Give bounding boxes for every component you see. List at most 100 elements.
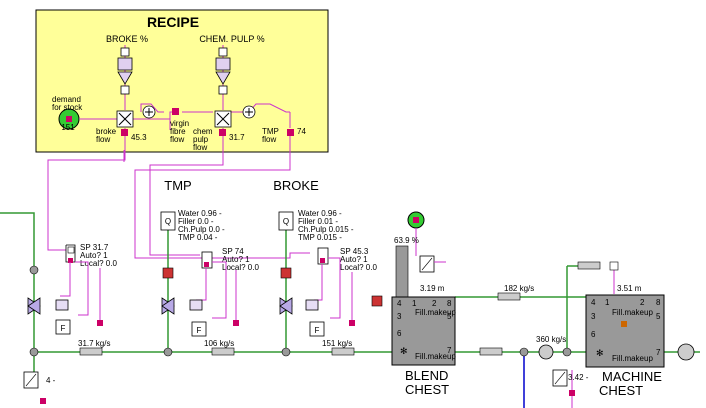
tmp-meter-output xyxy=(233,320,239,326)
broke-meter-output xyxy=(349,320,355,326)
recirc-flow-indicator[interactable] xyxy=(497,292,521,301)
tmp-auto: Auto? 1 xyxy=(222,255,250,264)
tmp-comp-2: Ch.Pulp 0.0 - xyxy=(178,225,225,234)
virgin-fibre-output[interactable] xyxy=(172,108,179,115)
subtract-node-2[interactable] xyxy=(242,105,256,119)
broke-flow-indicator[interactable] xyxy=(331,347,355,356)
machine-chest-label-1: MACHINE xyxy=(602,369,662,384)
machine-port-6: 6 xyxy=(591,330,596,339)
broke-valve-actuator[interactable] xyxy=(305,299,319,311)
subtract-node-1[interactable] xyxy=(142,105,156,119)
broke-valve[interactable] xyxy=(279,297,293,315)
right-dilution-value: 3.42 - xyxy=(568,373,589,382)
chem-flow-output[interactable] xyxy=(219,129,226,136)
tmp-flow-label-1: TMP xyxy=(262,127,279,136)
right-dilution-controller[interactable] xyxy=(552,369,568,387)
virgin-fibre-label-3: flow xyxy=(170,135,184,144)
blend-chest-label-1: BLEND xyxy=(405,368,448,383)
left-dilution-controller[interactable] xyxy=(23,371,39,389)
tmp-sensor-Q: Q xyxy=(165,217,171,226)
broke-flow-label-2: flow xyxy=(96,135,110,144)
demand-label-line2: for stock xyxy=(52,103,83,112)
broke-flow-output[interactable] xyxy=(121,129,128,136)
broke-multiplier[interactable] xyxy=(116,110,134,128)
chem-mixer xyxy=(29,347,39,357)
broke-local: Local? 0.0 xyxy=(340,263,377,272)
blend-port-1: 1 xyxy=(412,299,417,308)
broke-section-label: BROKE xyxy=(273,178,319,193)
tmp-flow-indicator[interactable] xyxy=(211,347,235,356)
chem-pulp-flow-label-2: pulp xyxy=(193,135,209,144)
tmp-flow-value: 106 kg/s xyxy=(204,339,234,348)
broke-mixer xyxy=(281,347,291,357)
tmp-comp-3: TMP 0.04 - xyxy=(178,233,218,242)
tmp-mixer xyxy=(163,347,173,357)
left-dilution-output xyxy=(40,398,46,404)
chem-flow-meter[interactable] xyxy=(55,319,71,335)
setpoint-signal-lines xyxy=(47,136,310,259)
blend-controller-slash xyxy=(421,257,433,271)
pump-flow-value: 360 kg/s xyxy=(536,335,566,344)
chem-local: Local? 0.0 xyxy=(80,259,117,268)
broke-alarm-icon[interactable] xyxy=(280,267,292,279)
blend-port-8: 8 xyxy=(447,299,452,308)
machine-level-indicator[interactable] xyxy=(577,261,601,270)
recipe-box xyxy=(35,9,329,153)
tmp-comp-1: Filler 0.0 - xyxy=(178,217,214,226)
stock-pump-icon[interactable] xyxy=(538,344,554,360)
machine-agitator-icon: ✻ xyxy=(596,348,604,358)
machine-level-sensor[interactable] xyxy=(609,261,619,271)
broke-flow-label-1: broke xyxy=(96,127,117,136)
broke-comp-2: Ch.Pulp 0.015 - xyxy=(298,225,354,234)
tmp-consistency-sensor[interactable]: Q xyxy=(160,211,176,231)
tmp-valve[interactable] xyxy=(161,297,175,315)
broke-controller[interactable] xyxy=(317,247,329,265)
chem-flow-indicator[interactable] xyxy=(79,347,103,356)
machine-pump-icon[interactable] xyxy=(677,343,695,361)
blend-level-value: 3.19 m xyxy=(420,284,445,293)
blend-port-4: 4 xyxy=(397,299,402,308)
blend-level-pct: 63.9 % xyxy=(394,236,419,245)
tmp-comp-0: Water 0.96 - xyxy=(178,209,222,218)
broke-flow-value: 151 kg/s xyxy=(322,339,352,348)
blend-chest-tank[interactable] xyxy=(391,296,456,366)
broke-comp-0: Water 0.96 - xyxy=(298,209,342,218)
tmp-alarm-icon[interactable] xyxy=(162,267,174,279)
chem-pulp-flow-label-3: flow xyxy=(193,143,207,152)
chem-pulp-pct-input[interactable] xyxy=(215,45,231,110)
tmp-flow-output[interactable] xyxy=(287,129,294,136)
tmp-sp: SP 74 xyxy=(222,247,244,256)
blend-port-6: 6 xyxy=(397,329,402,338)
tmp-flow-value: 74 xyxy=(297,127,306,136)
machine-port-7: 7 xyxy=(656,348,661,357)
chem-meter-output xyxy=(97,320,103,326)
broke-pct-label: BROKE % xyxy=(106,34,148,44)
machine-level-value: 3.51 m xyxy=(617,284,642,293)
tmp-section-label: TMP xyxy=(164,178,191,193)
machine-port-5: 5 xyxy=(656,312,661,321)
chem-multiplier[interactable] xyxy=(214,110,232,128)
tmp-valve-actuator[interactable] xyxy=(189,299,203,311)
machine-port-1: 1 xyxy=(605,298,610,307)
blend-alarm-icon[interactable] xyxy=(371,295,383,307)
chem-auto: Auto? 1 xyxy=(80,251,108,260)
broke-flow-meter[interactable] xyxy=(309,321,325,337)
virgin-fibre-label-1: virgin xyxy=(170,119,189,128)
chem-meter-F: F xyxy=(61,324,66,333)
machine-chest-tank[interactable] xyxy=(585,294,665,368)
virgin-fibre-label-2: fibre xyxy=(170,127,186,136)
chem-controller[interactable] xyxy=(65,244,76,263)
blend-level-setpoint-dot xyxy=(413,217,419,223)
left-dilution-value: 4 - xyxy=(46,376,56,385)
blend-outlet-indicator[interactable] xyxy=(479,347,503,356)
tmp-flow-meter[interactable] xyxy=(191,321,207,337)
broke-flow-value: 45.3 xyxy=(131,133,147,142)
broke-consistency-sensor[interactable]: Q xyxy=(278,211,294,231)
broke-auto: Auto? 1 xyxy=(340,255,368,264)
recirc-flow-value: 182 kg/s xyxy=(504,284,534,293)
chem-valve[interactable] xyxy=(27,297,41,315)
broke-pct-input[interactable] xyxy=(117,45,133,110)
chem-valve-actuator[interactable] xyxy=(55,299,69,311)
tmp-controller[interactable] xyxy=(201,251,213,269)
